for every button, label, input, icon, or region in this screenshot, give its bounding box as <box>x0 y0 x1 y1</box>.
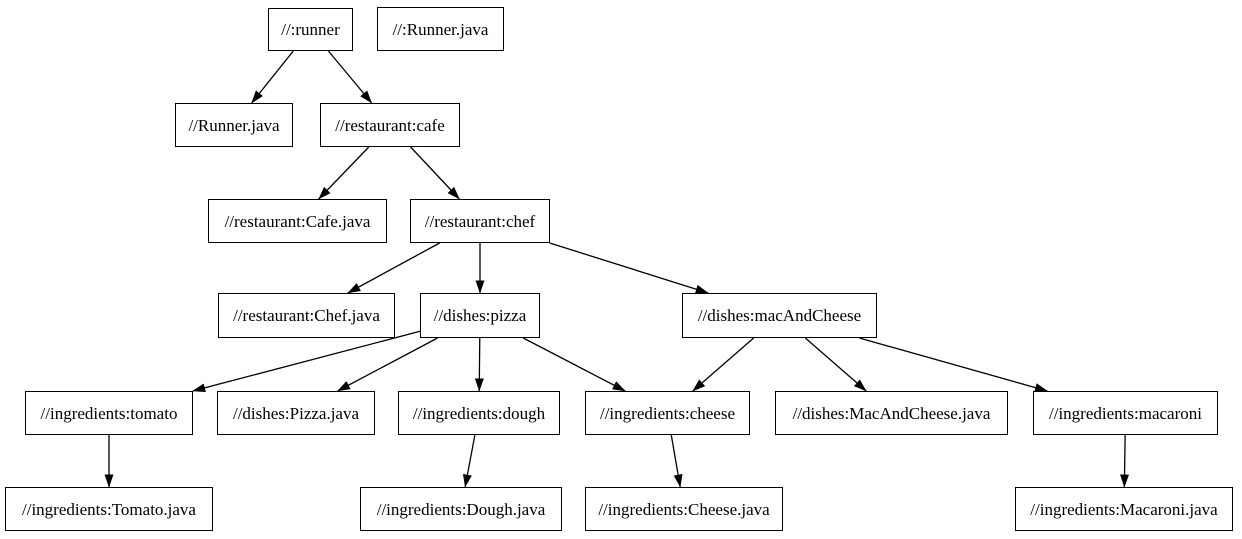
graph-node-pizza-java: //dishes:Pizza.java <box>217 391 375 435</box>
edge-pizza-to-dough <box>474 337 484 392</box>
graph-node-dough: //ingredients:dough <box>398 391 560 435</box>
graph-node-tomato-java: //ingredients:Tomato.java <box>5 487 213 531</box>
graph-node-cheese: //ingredients:cheese <box>585 391 750 435</box>
graph-node-chef: //restaurant:chef <box>410 199 550 243</box>
edge-dough-to-dough-java <box>463 434 476 488</box>
graph-node-macandcheese-java: //dishes:MacAndCheese.java <box>775 391 1008 435</box>
graph-node-macandcheese: //dishes:macAndCheese <box>682 293 877 338</box>
edge-macandcheese-to-macaroni <box>859 337 1048 392</box>
graph-node-cafe: //restaurant:cafe <box>320 103 460 147</box>
edge-macandcheese-to-cheese <box>692 337 755 392</box>
graph-node-chef-java: //restaurant:Chef.java <box>218 293 395 338</box>
graph-node-dough-java: //ingredients:Dough.java <box>360 487 562 531</box>
graph-node-runner-java: //Runner.java <box>175 103 293 147</box>
edge-pizza-to-cheese <box>522 337 626 392</box>
graph-node-cheese-java: //ingredients:Cheese.java <box>585 487 783 531</box>
edge-runner-to-cafe <box>327 50 373 104</box>
edge-chef-to-chef-java <box>347 242 440 294</box>
edge-pizza-to-pizza-java <box>337 337 438 392</box>
graph-node-macaroni-java: //ingredients:Macaroni.java <box>1015 487 1233 531</box>
graph-node-tomato: //ingredients:tomato <box>25 391 193 435</box>
graph-node-macaroni: //ingredients:macaroni <box>1033 391 1218 435</box>
graph-node-runner: //:runner <box>268 8 353 51</box>
edge-cafe-to-cafe-java <box>318 146 370 200</box>
edge-macandcheese-to-macandcheese-java <box>804 337 867 392</box>
edge-cheese-to-cheese-java <box>670 434 683 488</box>
edge-cafe-to-chef <box>410 146 460 200</box>
edge-runner-to-runner-java <box>251 50 294 104</box>
graph-node-cafe-java: //restaurant:Cafe.java <box>208 199 387 243</box>
graph-node-pizza: //dishes:pizza <box>420 293 540 338</box>
graph-node-runner-java-root: //:Runner.java <box>377 7 504 51</box>
edge-macaroni-to-macaroni-java <box>1120 434 1130 488</box>
edge-pizza-to-tomato <box>192 330 421 393</box>
edge-chef-to-macandcheese <box>549 242 709 294</box>
